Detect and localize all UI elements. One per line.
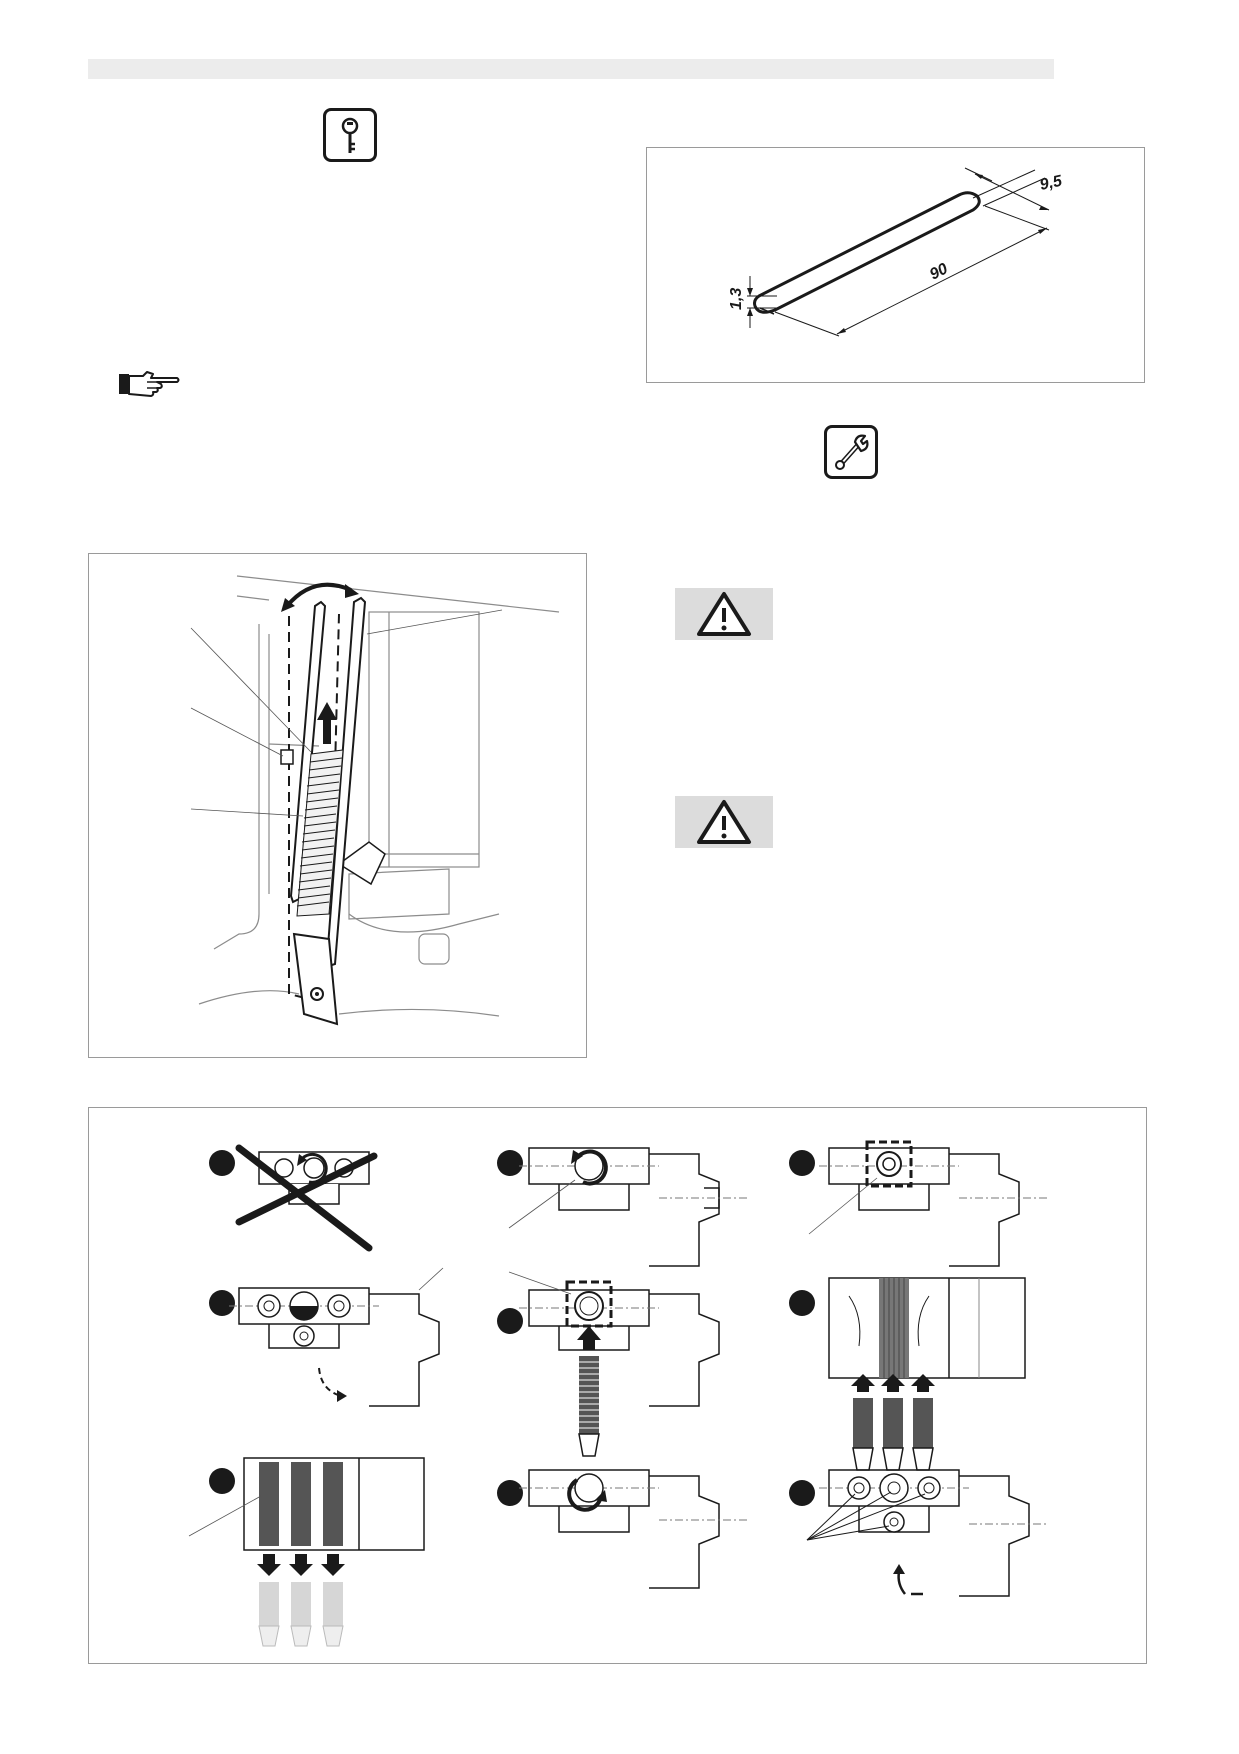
step-number-marker (209, 1290, 235, 1316)
strip-dimension-drawing: 9,5 90 1,3 (646, 147, 1145, 383)
step-number-marker (209, 1468, 235, 1494)
warning-triangle-icon (675, 796, 773, 848)
dimension-thickness: 1,3 (728, 288, 745, 310)
step-crossed-out-rotation (229, 1138, 469, 1258)
step-number-marker (789, 1150, 815, 1176)
key-icon (323, 108, 377, 162)
page-header-bar (88, 59, 1054, 79)
step-remove-three-filters (188, 1456, 429, 1656)
step-rotate-counterclockwise (508, 1138, 759, 1278)
step-three-bores-swing-back (789, 1460, 1059, 1610)
step-number-marker (497, 1480, 523, 1506)
step-three-bores-swing-out (229, 1267, 489, 1418)
step-number-marker (209, 1150, 235, 1176)
dimension-width: 9,5 (1038, 172, 1064, 193)
step-number-marker (497, 1308, 523, 1334)
pointing-hand-icon (117, 370, 181, 398)
wrench-icon (824, 425, 878, 479)
warning-triangle-icon (675, 588, 773, 640)
dimension-length: 90 (927, 260, 951, 283)
step-rotate-clockwise (509, 1460, 759, 1610)
step-insert-single-filter (508, 1271, 759, 1478)
step-insert-three-filters (828, 1276, 1029, 1476)
step-sequence-panel (88, 1107, 1147, 1664)
step-center-bore-highlight (799, 1138, 1059, 1278)
step-number-marker (497, 1150, 523, 1176)
step-number-marker (789, 1290, 815, 1316)
filter-assembly-drawing (88, 553, 587, 1058)
step-number-marker (789, 1480, 815, 1506)
